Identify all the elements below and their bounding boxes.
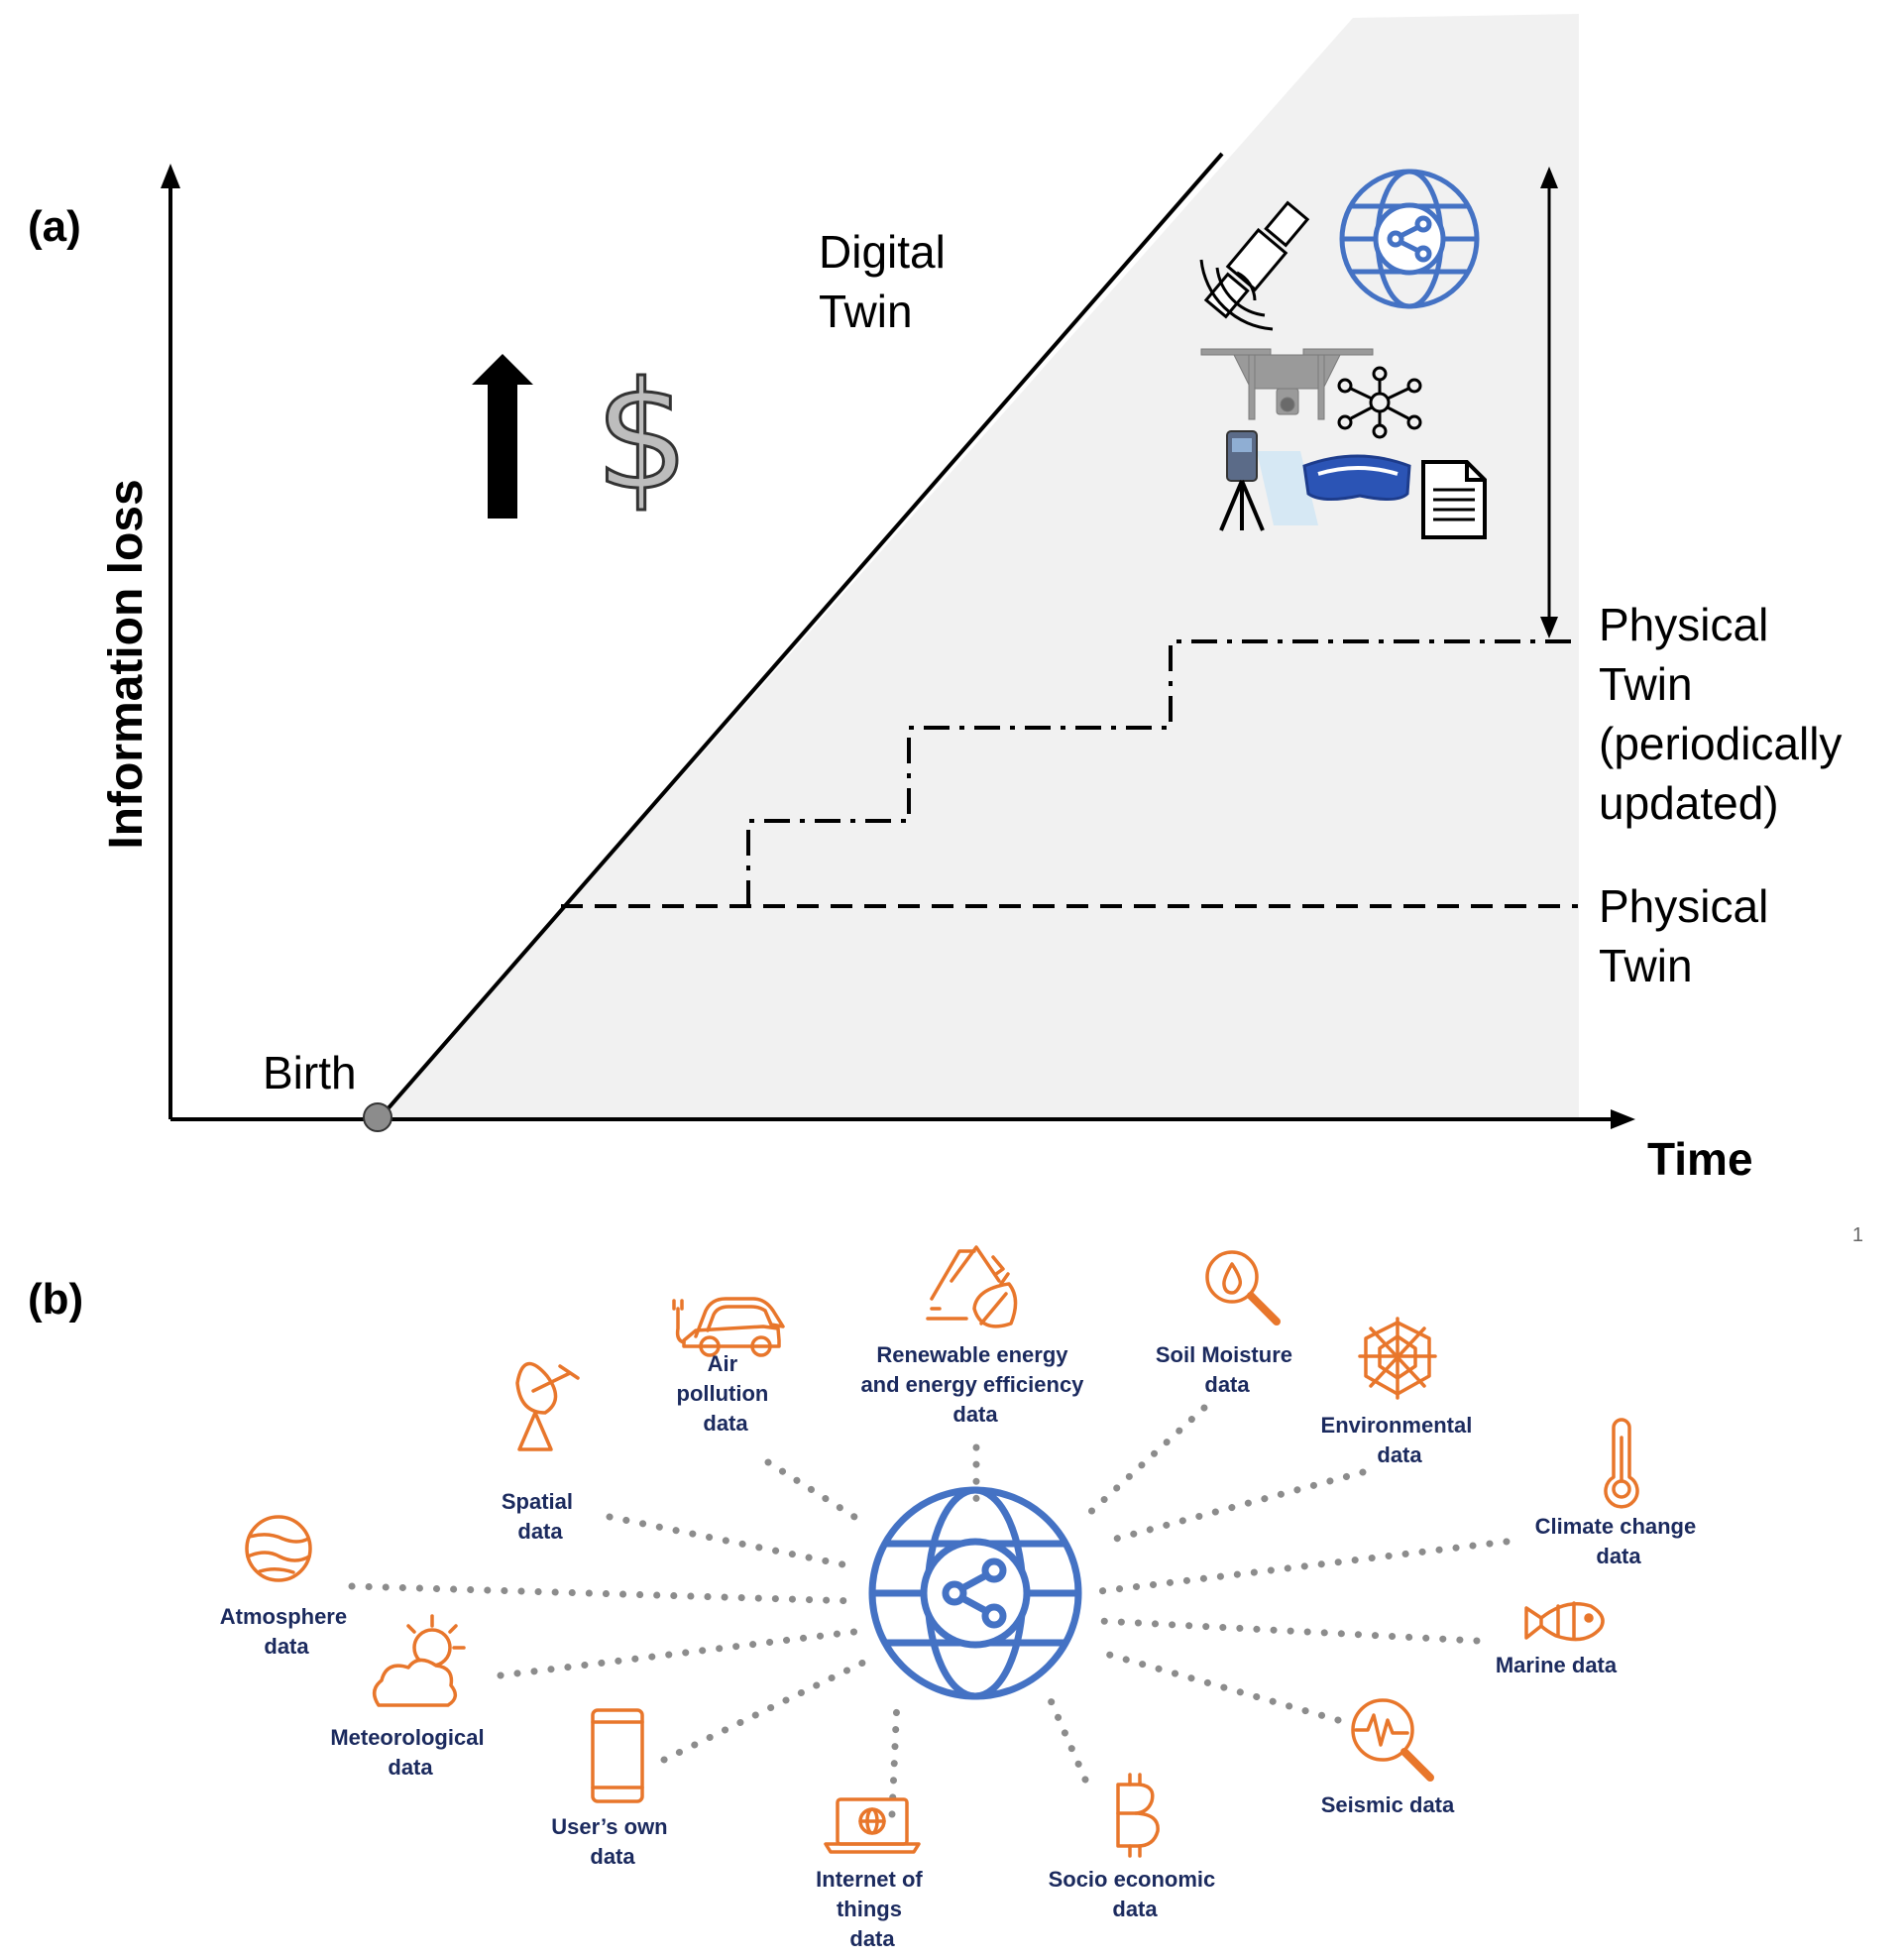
- x-axis-label: Time: [1647, 1133, 1753, 1185]
- water-drop-magnifier-icon: [1205, 1250, 1281, 1326]
- source-label-renewable-energy: Renewable energy and energy efficiency d…: [860, 1342, 1089, 1427]
- spider-web-icon: [1358, 1317, 1437, 1400]
- source-label-meteorological: Meteorological data: [330, 1725, 490, 1780]
- digital-twin-shaded-region: [379, 14, 1579, 1119]
- social-network-icon: [1337, 366, 1422, 439]
- panel-a: (a) Information loss Time Birth Digital …: [28, 14, 1863, 1246]
- source-label-climate-change: Climate change data: [1535, 1514, 1703, 1568]
- y-axis-arrowhead: [161, 164, 180, 188]
- panel-b: (b): [28, 1245, 1703, 1951]
- drone-icon: [1200, 348, 1374, 420]
- seismic-magnifier-icon: [1351, 1698, 1434, 1782]
- cloud-sun-icon: [372, 1614, 466, 1707]
- panel-a-tag: (a): [28, 202, 81, 251]
- laser-scanner-icon: [1219, 430, 1318, 531]
- globe-network-icon: [1339, 169, 1480, 309]
- birth-label: Birth: [263, 1047, 357, 1098]
- source-label-spatial: Spatial data: [502, 1489, 579, 1544]
- vr-headset-icon: [1302, 454, 1411, 501]
- physical-twin-label: Physical Twin: [1599, 880, 1781, 991]
- source-label-iot: Internet of things data: [816, 1867, 929, 1951]
- connector-lines: [348, 1404, 1511, 1818]
- dollar-icon: $: [595, 351, 689, 523]
- bitcoin-icon: [1116, 1773, 1160, 1858]
- digital-twin-label: Digital Twin: [819, 226, 958, 337]
- birth-point: [363, 1102, 392, 1132]
- electric-car-icon: [672, 1297, 785, 1357]
- source-label-environmental: Environmental data: [1321, 1413, 1479, 1467]
- source-label-air-pollution: Air pollution data: [677, 1351, 775, 1436]
- physical-twin-updated-label: Physical Twin (periodically updated): [1599, 599, 1854, 829]
- source-label-socio-economic: Socio economic data: [1049, 1867, 1222, 1921]
- fish-icon: [1524, 1601, 1605, 1642]
- planet-icon: [245, 1515, 312, 1582]
- cost-increase-arrow-icon: [472, 354, 533, 519]
- gap-arrowhead-top: [1540, 167, 1558, 188]
- source-label-atmosphere: Atmosphere data: [220, 1604, 353, 1659]
- document-icon: [1421, 460, 1487, 539]
- satellite-dish-icon: [515, 1362, 580, 1451]
- source-label-soil-moisture: Soil Moisture data: [1156, 1342, 1298, 1397]
- recycle-leaf-icon: [926, 1245, 1018, 1328]
- source-label-marine: Marine data: [1496, 1653, 1618, 1677]
- satellite-icon: [1199, 200, 1310, 331]
- panel-b-tag: (b): [28, 1275, 83, 1324]
- smartphone-icon: [591, 1708, 644, 1803]
- gap-arrowhead-bottom: [1540, 617, 1558, 638]
- physical-twin-updated-line: [746, 639, 1578, 906]
- laptop-globe-icon: [824, 1797, 921, 1854]
- page-number: 1: [1852, 1224, 1863, 1246]
- source-label-seismic: Seismic data: [1321, 1792, 1455, 1817]
- y-axis-label: Information loss: [100, 479, 153, 849]
- source-label-users-own: User’s own data: [551, 1814, 674, 1869]
- x-axis-arrowhead: [1611, 1109, 1635, 1129]
- digital-twin-line: [377, 152, 1224, 1121]
- thermometer-icon: [1604, 1418, 1639, 1509]
- globe-share-icon: [868, 1486, 1082, 1700]
